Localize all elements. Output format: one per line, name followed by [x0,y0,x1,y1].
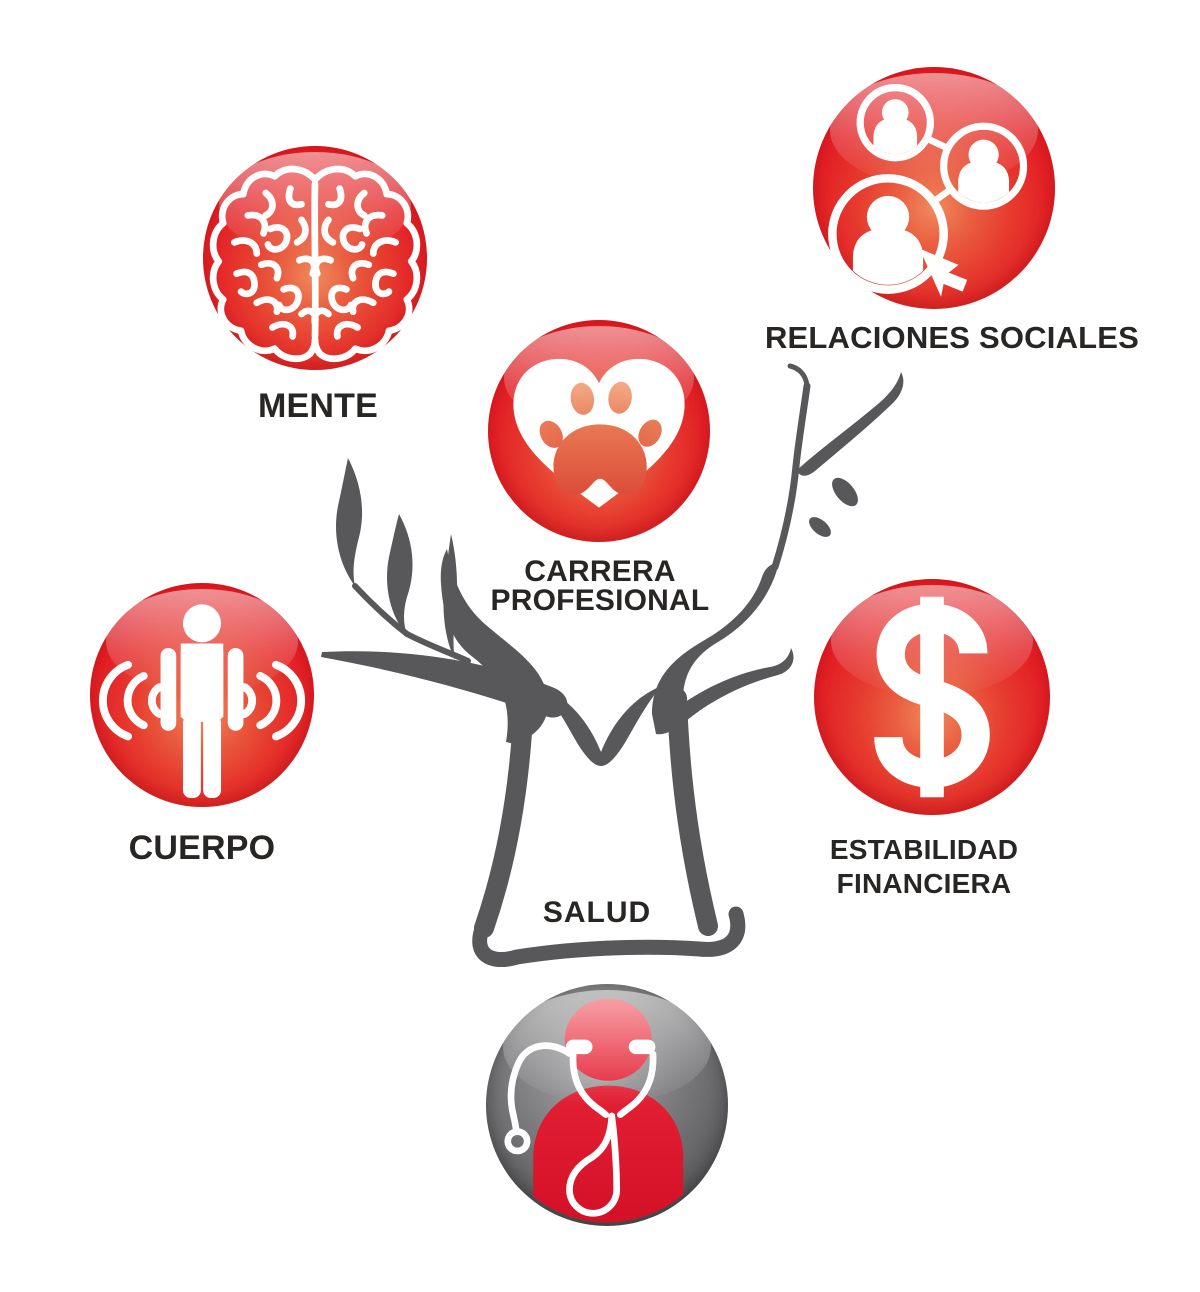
node-carrera-sphere [488,320,710,542]
tree-trunk [352,363,811,968]
tree-right-arm [652,563,779,735]
social-network-icon [828,83,1028,297]
node-carrera-label-line2: PROFESIONAL [490,584,710,617]
node-mente-label: MENTE [258,387,378,425]
tree-leaf [443,534,458,660]
node-carrera-label-line1: CARRERA [524,555,676,588]
tree-leaf [387,514,413,635]
node-relaciones-sphere [813,67,1055,309]
tree-leaf [832,477,858,507]
node-salud-sphere [486,984,728,1226]
node-dinero-label-line1: ESTABILIDAD [829,834,1019,865]
node-dinero-label-line2: FINANCIERA [836,868,1012,899]
doctor-stethoscope-icon [504,998,684,1223]
tree-leaf [809,517,831,537]
dollar-icon [874,596,990,798]
node-cuerpo-label: CUERPO [128,829,276,867]
node-mente-sphere [203,146,427,370]
cursor-arrow-icon [919,248,968,297]
node-cuerpo-sphere [90,583,314,807]
tree-fork-wedge [540,686,661,766]
body-vibration-icon [99,604,305,799]
brain-icon [209,146,427,370]
tree-left-branch [321,651,568,718]
tree-trunk-label: SALUD [542,896,652,929]
node-dinero-sphere [814,579,1050,815]
node-relaciones-label: RELACIONES SOCIALES [764,320,1140,355]
tree-right-shoot [797,372,904,476]
tree-right-hook-branch [671,648,794,725]
heart-paw-icon [513,358,685,508]
tree-leaf [335,458,363,586]
